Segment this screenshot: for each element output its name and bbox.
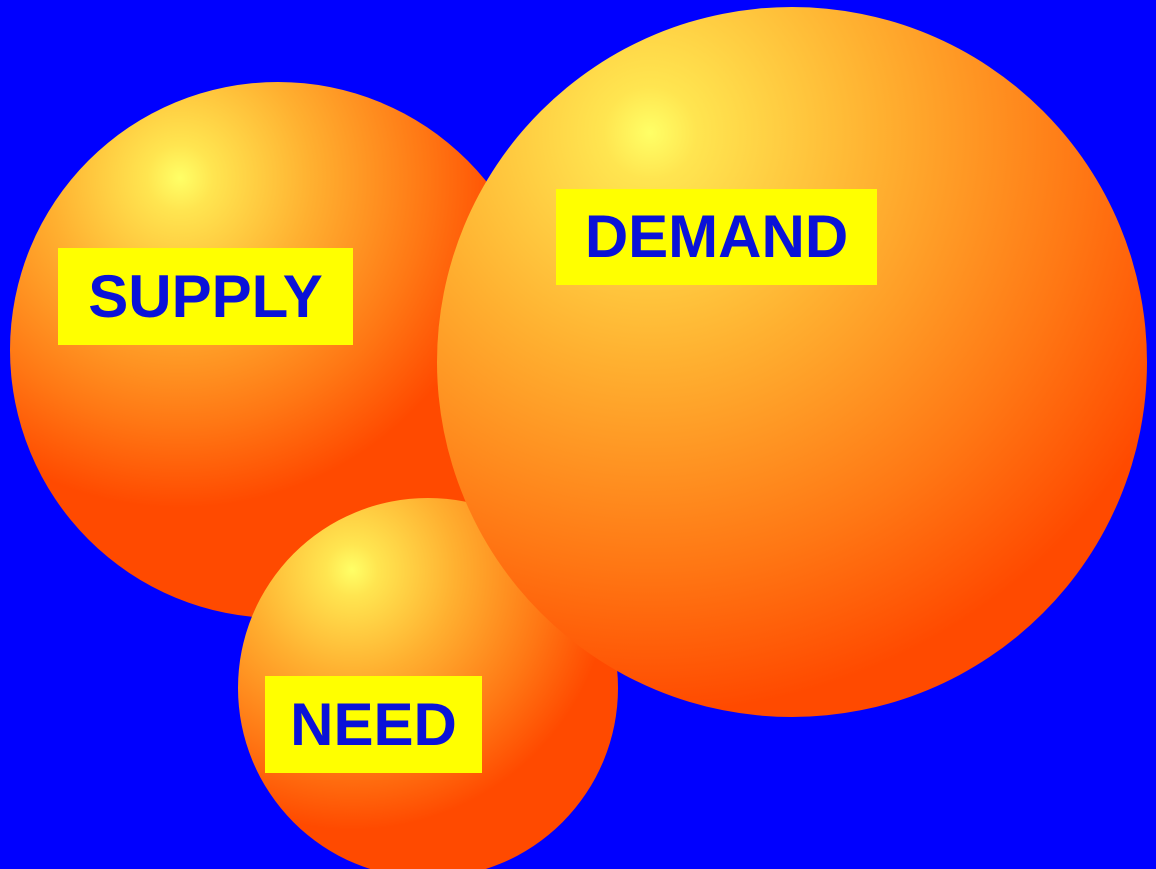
demand-label: DEMAND	[556, 189, 877, 285]
supply-label: SUPPLY	[58, 248, 353, 345]
demand-sphere	[437, 7, 1147, 717]
need-label: NEED	[265, 676, 482, 773]
supply-sphere	[10, 82, 546, 618]
